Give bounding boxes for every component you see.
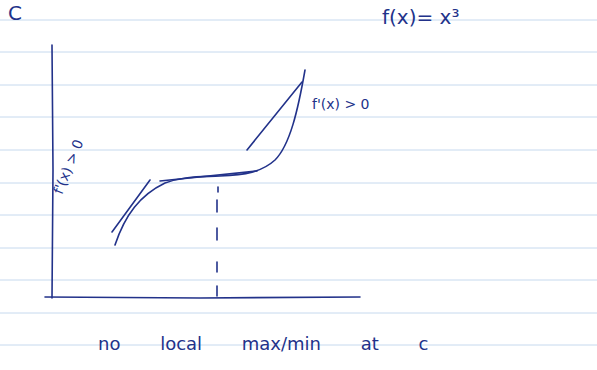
ruled-line [0,150,597,151]
derivative-note: f'(x) > 0 [51,137,87,196]
x-axis [45,297,360,298]
ruled-line [0,183,597,184]
ruled-line [0,52,597,53]
ruled-line [0,20,597,21]
ruled-line [0,215,597,216]
derivative-note: f'(x) > 0 [312,97,370,112]
point-label: C [8,2,22,24]
ruled-lines [0,20,597,345]
function-label: f(x)= x³ [382,6,459,28]
tick-mark [217,187,219,192]
ink [45,45,360,298]
tangent-line [112,180,150,232]
tangent-line [160,171,257,181]
conclusion-note: no local max/min at c [98,334,428,354]
cubic-curve [115,70,305,245]
ruled-line [0,280,597,281]
y-axis [52,45,53,298]
ruled-line [0,313,597,314]
tangent-line [247,82,302,150]
ruled-line [0,248,597,249]
dashed-guide [216,200,218,296]
ruled-line [0,117,597,118]
